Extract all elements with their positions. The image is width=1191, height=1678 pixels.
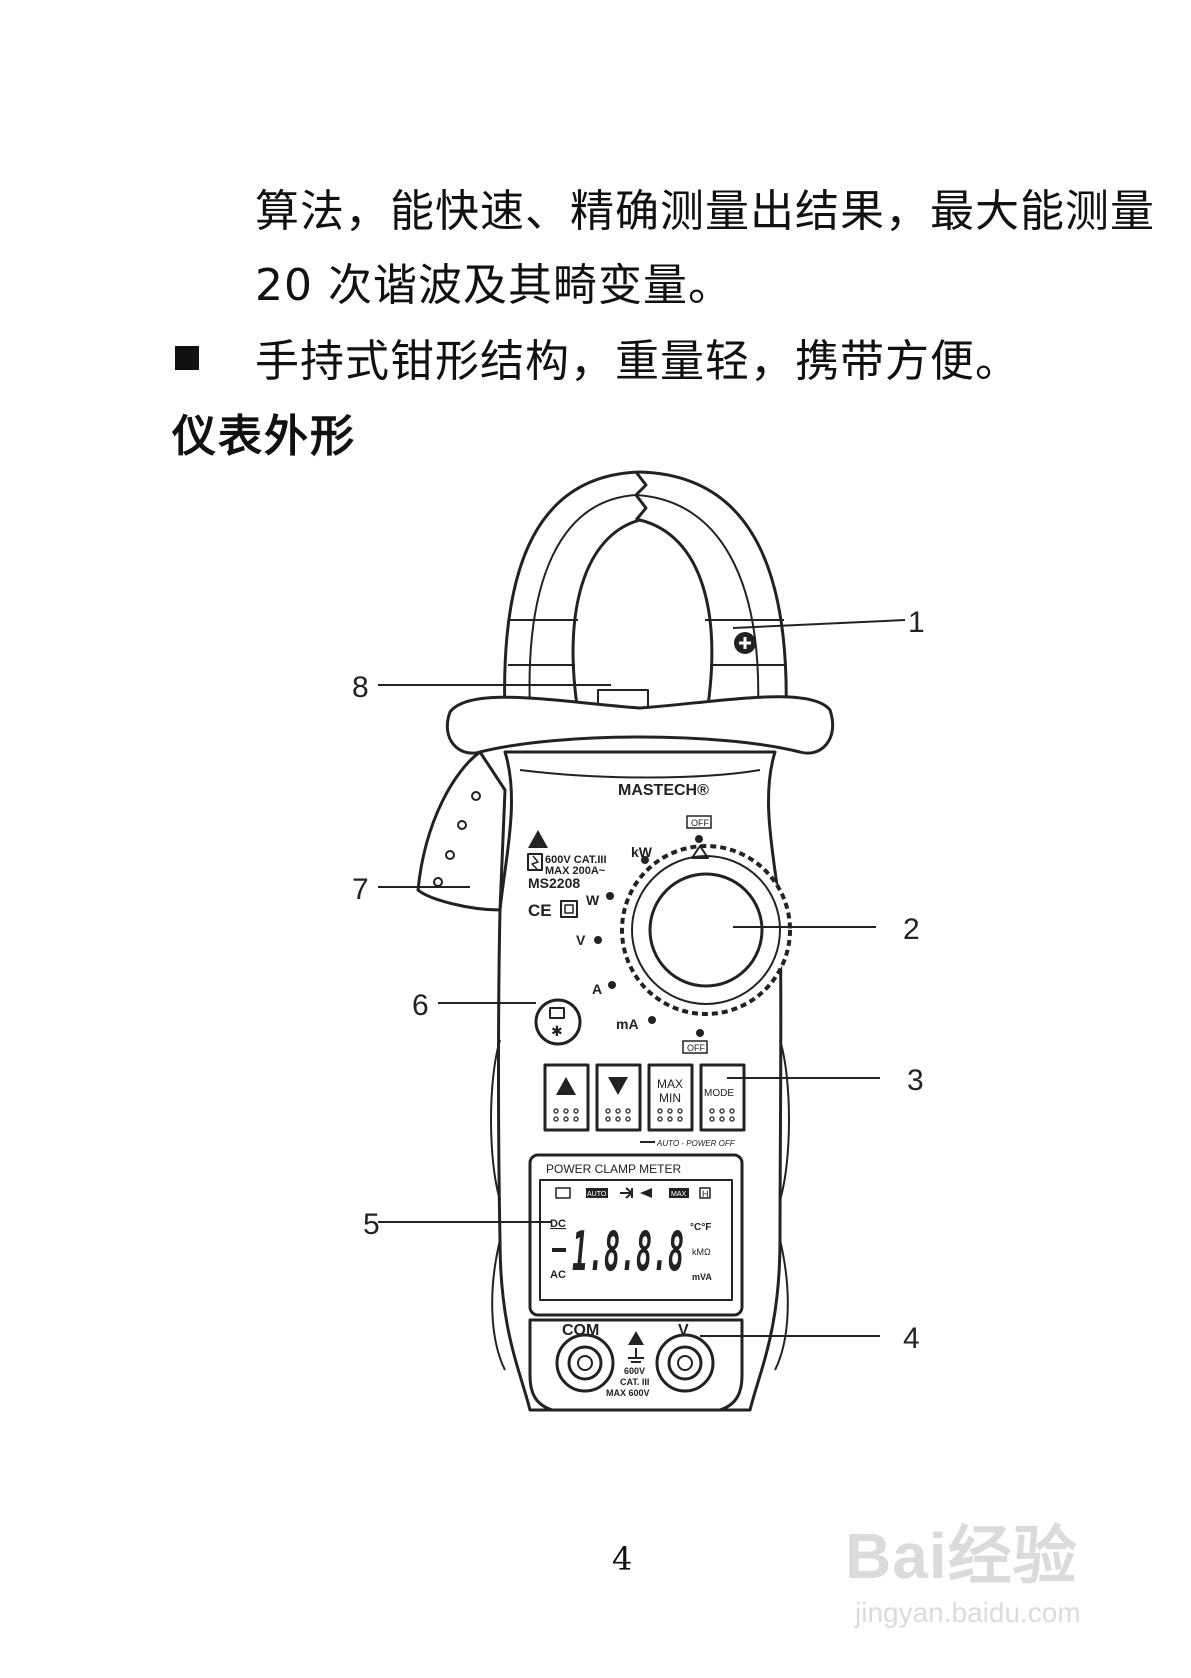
- max-label: MAX: [657, 1077, 683, 1091]
- min-label: MIN: [659, 1091, 681, 1105]
- terminal-rating-3: MAX 600V: [606, 1388, 650, 1398]
- callout-8: 8: [352, 671, 369, 704]
- model-label: MS2208: [528, 875, 580, 891]
- down-button: [595, 1063, 642, 1132]
- dial-label-a: A: [592, 981, 602, 997]
- lcd-title: POWER CLAMP METER: [546, 1162, 681, 1176]
- mode-button: [699, 1063, 746, 1132]
- dial-label-v: V: [576, 932, 586, 948]
- svg-text:✱: ✱: [551, 1023, 563, 1039]
- lcd-ac: AC: [550, 1269, 566, 1281]
- lcd-temp: °C°F: [690, 1222, 711, 1233]
- watermark-main: Bai经验: [845, 1520, 1078, 1592]
- page-number: 4: [612, 1540, 633, 1578]
- callout-5: 5: [363, 1208, 380, 1241]
- callout-4: 4: [903, 1322, 920, 1355]
- jaw-seam: [634, 471, 648, 521]
- svg-text:OFF: OFF: [691, 818, 709, 828]
- svg-text:OFF: OFF: [687, 1043, 705, 1053]
- callout-6: 6: [412, 989, 429, 1022]
- lcd-max: MAX: [671, 1191, 687, 1198]
- lcd-dc: DC: [550, 1218, 566, 1230]
- hand-guard: [445, 695, 835, 755]
- lcd-kmo: kMΩ: [692, 1247, 711, 1257]
- lcd-screen: [539, 1179, 733, 1301]
- max-min-button: [647, 1063, 694, 1132]
- lcd-digits: 1.8.8.8: [572, 1220, 684, 1283]
- v-terminal-label: V: [678, 1322, 689, 1339]
- paragraph-line-1: 算法，能快速、精确测量出结果，最大能测量: [255, 186, 1155, 237]
- auto-power-off-label: AUTO - POWER OFF: [656, 1139, 736, 1148]
- com-label: COM: [562, 1322, 599, 1339]
- ce-mark: CE: [528, 901, 552, 920]
- callout-3: 3: [907, 1064, 924, 1097]
- lcd-auto: AUTO: [587, 1191, 607, 1198]
- callout-1: 1: [908, 606, 925, 639]
- terminal-rating-1: 600V: [624, 1366, 645, 1376]
- dial-label-ma: mA: [616, 1016, 639, 1032]
- dial-label-kw: kW: [631, 844, 653, 860]
- lcd-mva: mVA: [692, 1272, 712, 1282]
- backlight-button: [534, 998, 582, 1046]
- baidu-watermark: Bai经验 jingyan.baidu.com: [845, 1505, 1081, 1629]
- dial-off-top: OFF: [686, 815, 712, 829]
- callout-2: 2: [903, 913, 920, 946]
- bullet-item-text: 手持式钳形结构，重量轻，携带方便。: [255, 336, 1020, 387]
- watermark-url: jingyan.baidu.com: [855, 1597, 1081, 1628]
- callout-7: 7: [352, 873, 369, 906]
- paragraph-line-2: 20 次谐波及其畸变量。: [255, 260, 733, 311]
- up-button: [543, 1063, 590, 1132]
- brand-label: MASTECH®: [618, 782, 709, 799]
- section-heading: 仪表外形: [172, 411, 356, 462]
- dial-off-bottom: OFF: [682, 1040, 708, 1054]
- terminal-rating-2: CAT. III: [620, 1377, 649, 1387]
- clamp-meter-figure: ✱: [352, 470, 925, 1412]
- bullet-square: [175, 346, 199, 370]
- rating-line-1: 600V CAT.III: [545, 854, 607, 866]
- rating-line-2: MAX 200A~: [545, 865, 606, 877]
- dial-label-w: W: [586, 892, 600, 908]
- jaw-lever: [416, 750, 507, 912]
- rotary-dial-knob: [648, 872, 764, 988]
- mode-label: MODE: [704, 1088, 734, 1099]
- lcd-h: H: [702, 1189, 709, 1199]
